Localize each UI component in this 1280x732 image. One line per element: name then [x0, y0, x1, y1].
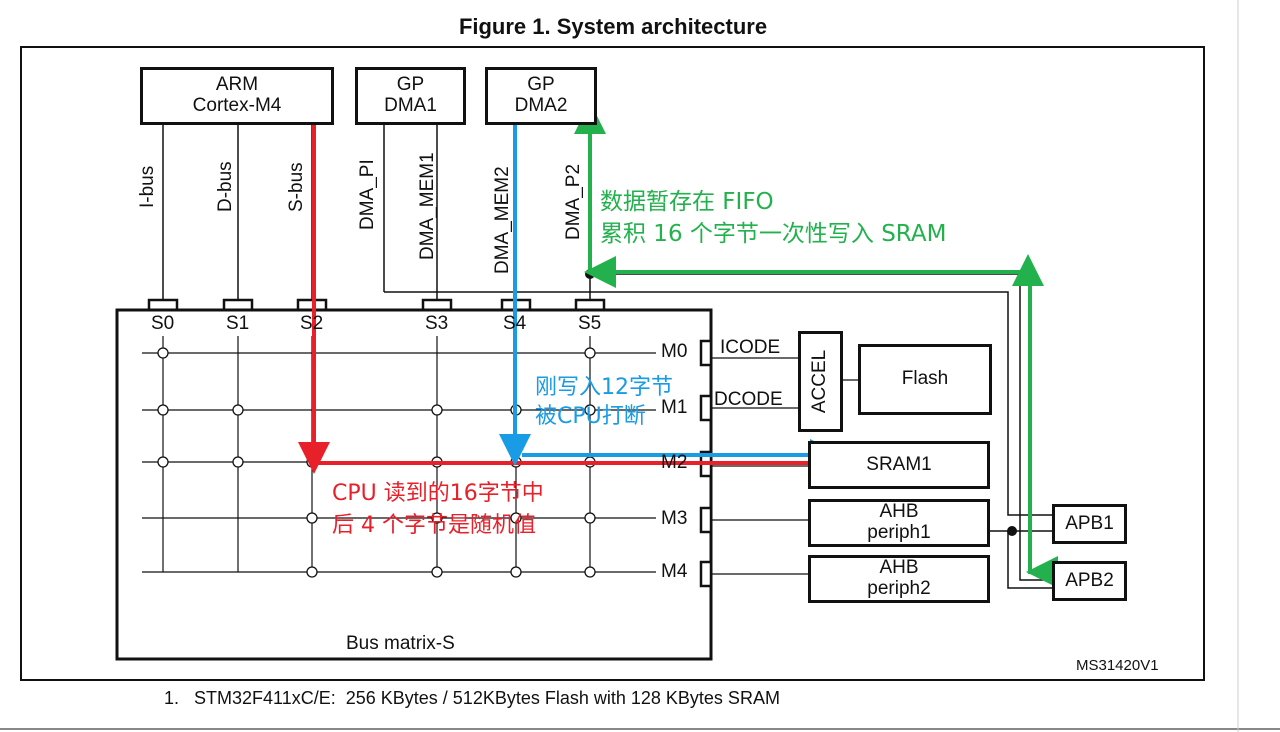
dbus-label: D-bus — [215, 161, 236, 212]
dma1-label-line1: GP — [396, 74, 425, 96]
junction-dot — [1007, 526, 1017, 536]
red-annotation: CPU 读到的16字节中 后 4 个字节是随机值 — [332, 478, 544, 542]
red-annotation-line2: 后 4 个字节是随机值 — [332, 512, 536, 538]
port-m4: M4 — [661, 561, 688, 582]
dma-mem1-label: DMA_MEM1 — [417, 152, 438, 260]
ibus-label: I-bus — [137, 165, 158, 208]
dma1-box: GP DMA1 — [355, 67, 466, 125]
bus-matrix — [115, 308, 713, 661]
port-m0: M0 — [661, 341, 688, 362]
apb2-box: APB2 — [1052, 561, 1127, 601]
dma-p2-label: DMA_P2 — [563, 163, 584, 240]
dma-pi-label: DMA_PI — [357, 159, 378, 230]
dma-mem2-label: DMA_MEM2 — [492, 166, 513, 274]
flash-box: Flash — [858, 344, 992, 415]
dma2-box: GP DMA2 — [485, 67, 597, 125]
port-s4: S4 — [503, 313, 527, 334]
port-s5: S5 — [578, 313, 602, 334]
sbus-label: S-bus — [286, 162, 307, 212]
dma1-label-line2: DMA1 — [384, 95, 437, 116]
port-s3: S3 — [425, 313, 449, 334]
accel-label: ACCEL — [809, 349, 831, 414]
blue-annotation: 刚写入12字节 被CPU打断 — [535, 374, 673, 431]
green-annotation-line2: 累积 16 个字节一次性写入 SRAM — [600, 221, 947, 248]
apb1-box: APB1 — [1052, 504, 1127, 544]
ahb-periph2-line2: periph2 — [867, 578, 931, 599]
green-annotation: 数据暂存在 FIFO 累积 16 个字节一次性写入 SRAM — [600, 186, 946, 250]
ahb-periph1-box: AHB periph1 — [808, 499, 990, 547]
green-annotation-line1: 数据暂存在 FIFO — [600, 189, 774, 215]
sram1-label: SRAM1 — [866, 453, 932, 475]
ahb-periph1-line2: periph1 — [867, 522, 931, 543]
dma2-label-line2: DMA2 — [514, 95, 568, 116]
port-s2: S2 — [300, 313, 324, 334]
cpu-box: ARM Cortex-M4 — [140, 67, 334, 125]
sram1-box: SRAM1 — [808, 441, 990, 489]
red-annotation-line1: CPU 读到的16字节中 — [332, 481, 544, 506]
apb2-label: APB2 — [1065, 569, 1114, 591]
figure-footnote: 1. STM32F411xC/E: 256 KBytes / 512KBytes… — [164, 688, 780, 708]
dma2-label-line1: GP — [527, 74, 555, 96]
ahb-periph2-box: AHB periph2 — [808, 555, 990, 603]
port-s1: S1 — [226, 313, 250, 334]
port-m3: M3 — [661, 508, 688, 529]
bus-matrix-label: Bus matrix-S — [346, 633, 455, 654]
blue-annotation-line1: 刚写入12字节 — [535, 375, 673, 400]
figure-reference-code: MS31420V1 — [1076, 657, 1159, 674]
ahb-periph2-line1: AHB — [879, 557, 919, 579]
cpu-label-line1: ARM — [215, 74, 259, 96]
ahb-periph1-line1: AHB — [879, 501, 919, 523]
icode-label: ICODE — [720, 337, 781, 358]
accel-box: ACCEL — [798, 331, 843, 432]
port-s0: S0 — [151, 313, 175, 334]
port-m2: M2 — [661, 452, 688, 473]
dcode-label: DCODE — [714, 389, 783, 410]
figure-frame — [20, 46, 1205, 681]
port-m1: M1 — [661, 397, 688, 418]
blue-annotation-line2: 被CPU打断 — [535, 403, 646, 429]
flash-label: Flash — [901, 368, 949, 390]
apb1-label: APB1 — [1065, 512, 1114, 534]
figure-title: Figure 1. System architecture — [458, 14, 768, 39]
cpu-label-line2: Cortex-M4 — [192, 95, 282, 116]
